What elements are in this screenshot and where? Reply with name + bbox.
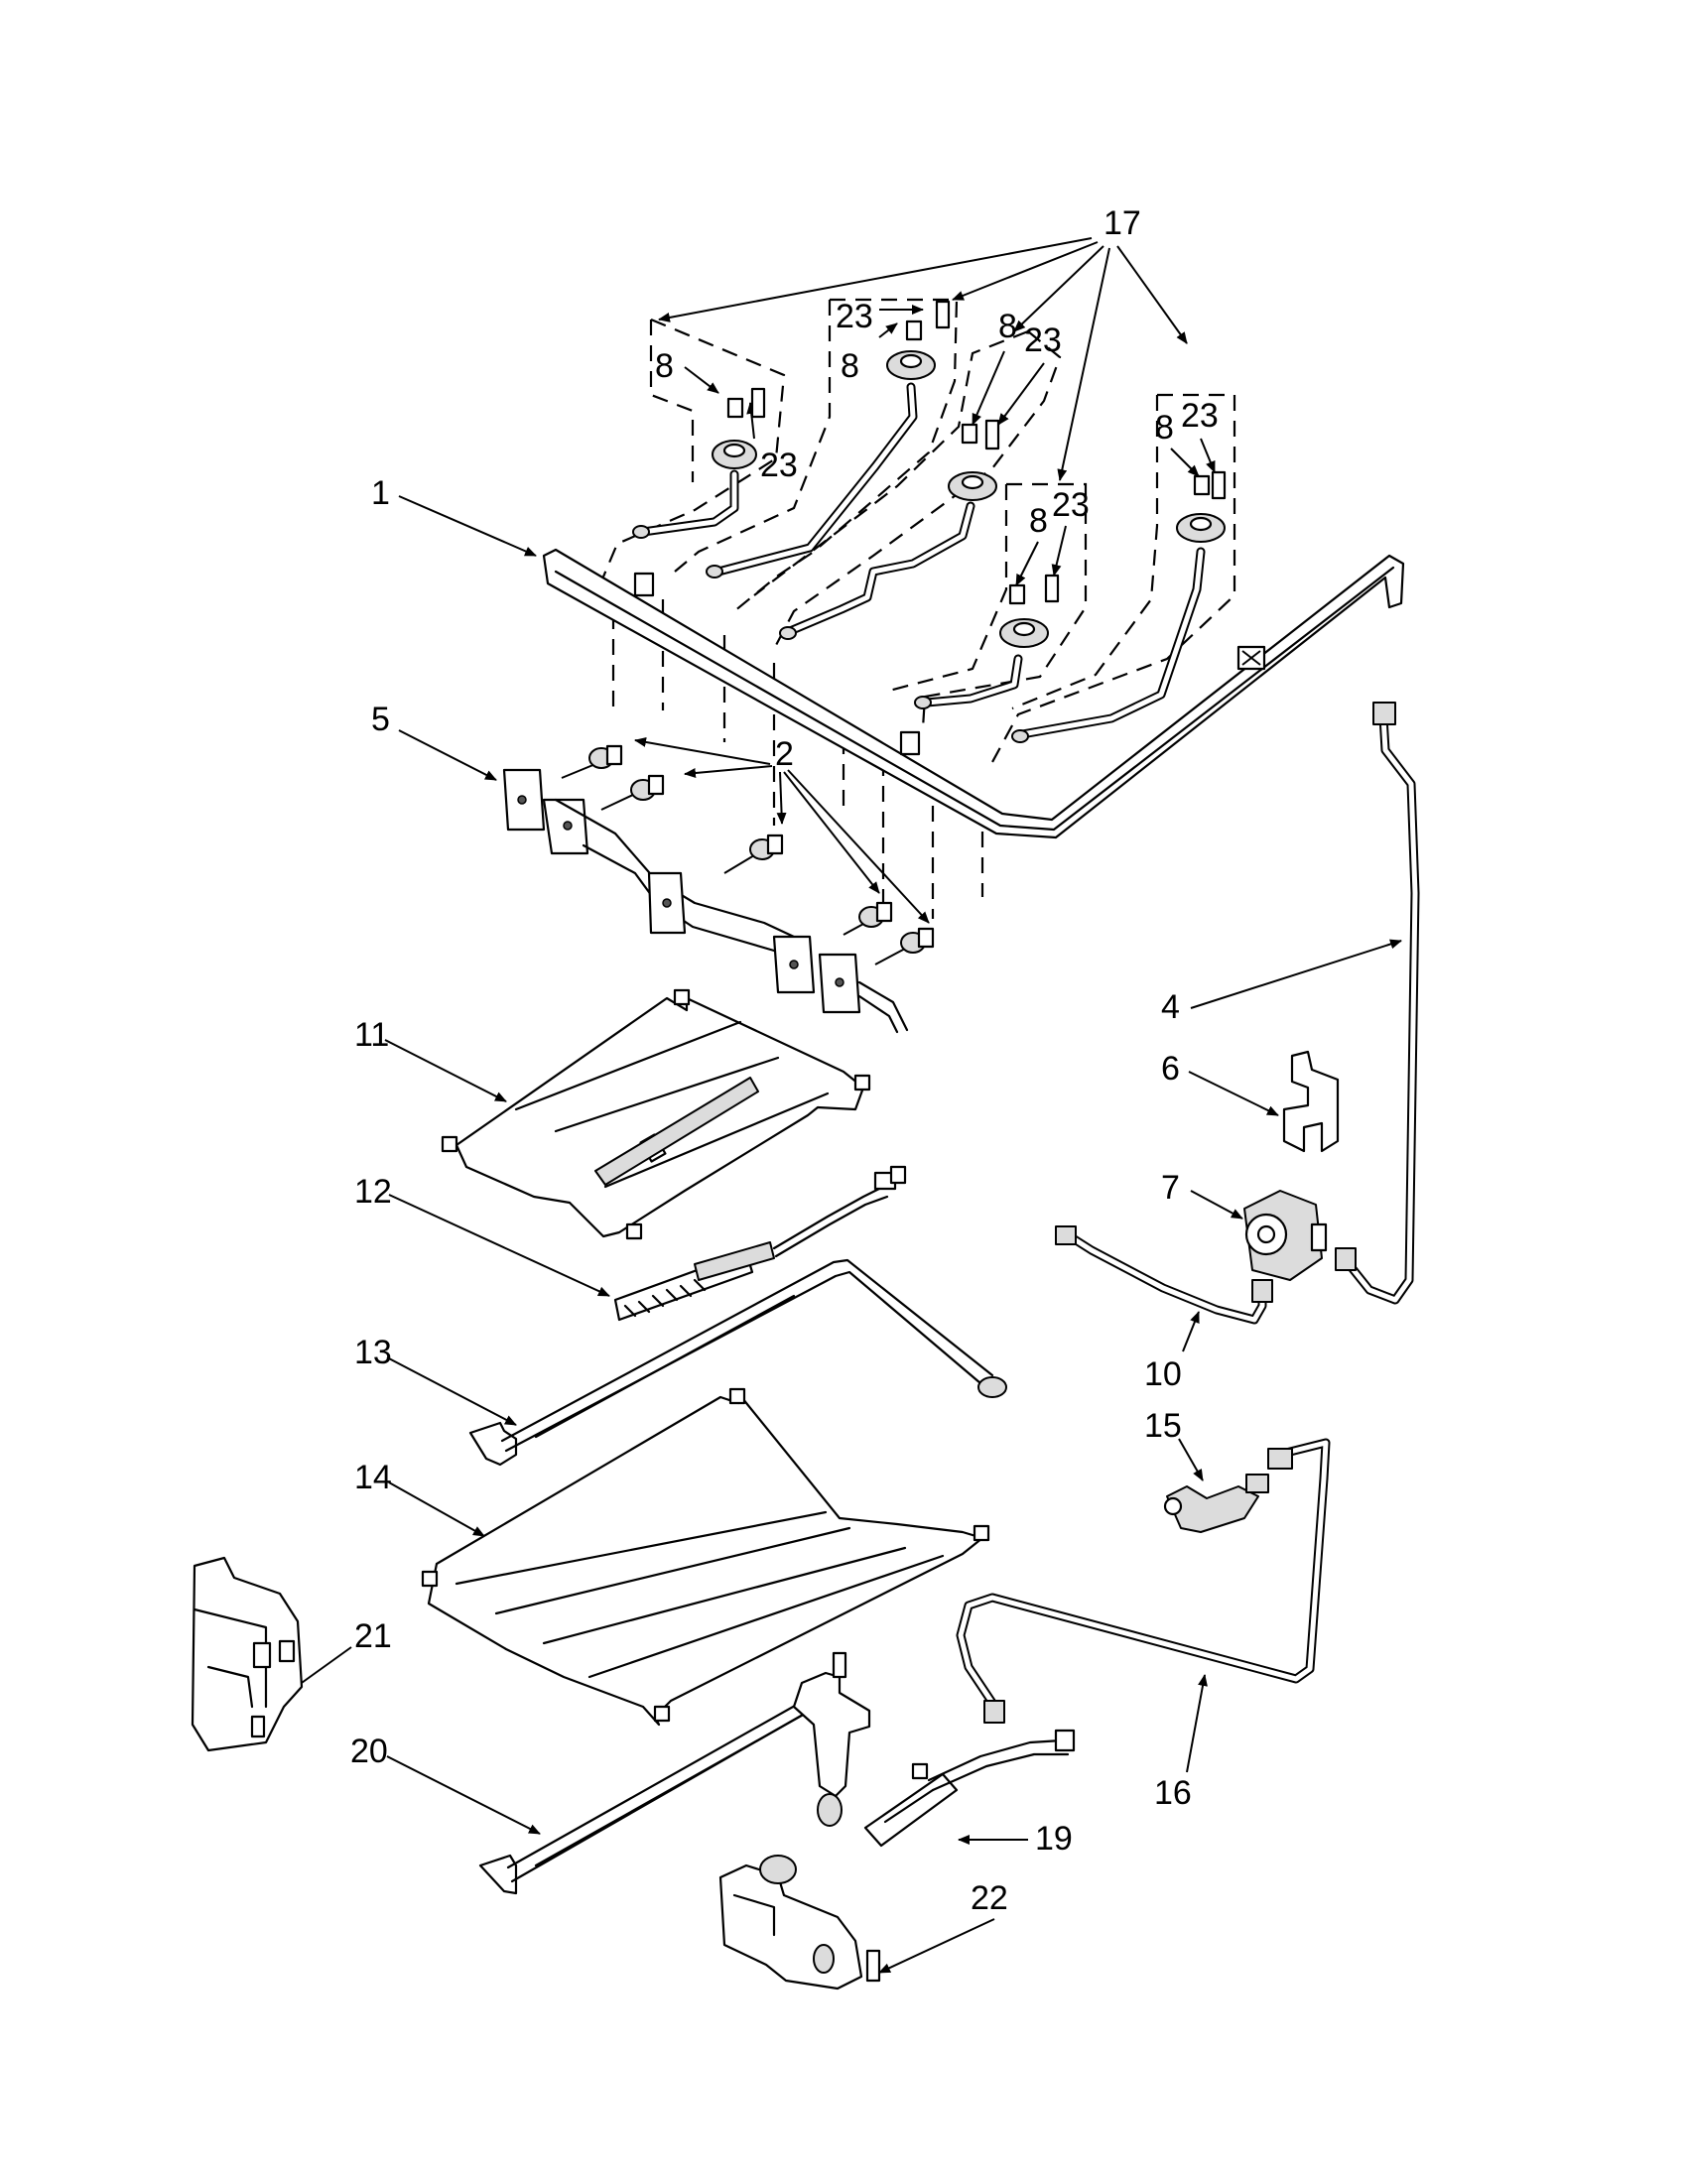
callout-11: 11 xyxy=(354,1016,389,1054)
callout-1: 1 xyxy=(371,474,390,512)
broil-burner xyxy=(468,1258,1007,1467)
callout-8: 8 xyxy=(1029,502,1048,540)
callout-19: 19 xyxy=(1035,1820,1073,1858)
callout-20: 20 xyxy=(350,1733,388,1770)
callout-6: 6 xyxy=(1161,1050,1180,1088)
bake-baffle xyxy=(421,1387,990,1727)
valve xyxy=(723,834,784,874)
callout-5: 5 xyxy=(371,701,390,738)
regulator-tube xyxy=(1055,1225,1273,1325)
manifold-frame xyxy=(542,548,1405,839)
callout-16: 16 xyxy=(1154,1774,1192,1812)
burner-head-2 xyxy=(706,300,951,578)
leader-lines xyxy=(287,237,1402,1974)
callout-21: 21 xyxy=(354,1617,392,1655)
burner-assembly-outlines xyxy=(599,298,1236,919)
bake-igniter xyxy=(863,1729,1076,1848)
valve xyxy=(843,901,893,936)
callout-labels: 17 23 8 8 23 8 23 8 23 8 23 1 5 2 4 6 7 … xyxy=(350,204,1219,1917)
callout-2: 2 xyxy=(775,735,794,773)
broil-igniter xyxy=(613,1165,907,1322)
callout-7: 7 xyxy=(1161,1169,1180,1207)
oven-valve xyxy=(718,1855,881,1991)
elbow-fitting xyxy=(1163,1474,1269,1533)
valve xyxy=(561,744,623,779)
burner-valves xyxy=(561,744,935,965)
broil-baffle xyxy=(441,988,871,1240)
callout-23: 23 xyxy=(1052,486,1090,524)
valve xyxy=(874,927,935,965)
bake-burner xyxy=(478,1651,871,1895)
burner-head-3 xyxy=(779,419,1000,640)
bracket xyxy=(1282,1050,1340,1153)
burner-head-5 xyxy=(1011,470,1227,743)
burner-head-1 xyxy=(632,387,766,539)
callout-8: 8 xyxy=(655,347,674,385)
valve-bracket xyxy=(502,768,909,1034)
callout-8: 8 xyxy=(841,347,859,385)
callout-8: 8 xyxy=(998,308,1017,345)
callout-23: 23 xyxy=(1181,397,1219,435)
callout-23: 23 xyxy=(836,298,873,335)
oven-supply-tube xyxy=(956,1438,1331,1724)
burner-head-4 xyxy=(914,574,1060,709)
spark-module xyxy=(191,1556,304,1752)
supply-tube xyxy=(1335,702,1420,1305)
callout-14: 14 xyxy=(354,1459,392,1496)
callout-8: 8 xyxy=(1155,409,1174,447)
burner-heads xyxy=(632,300,1227,743)
callout-13: 13 xyxy=(354,1334,392,1371)
callout-10: 10 xyxy=(1144,1355,1182,1393)
valve xyxy=(600,774,665,811)
callout-22: 22 xyxy=(971,1879,1008,1917)
pressure-regulator xyxy=(1243,1190,1328,1281)
callout-17: 17 xyxy=(1104,204,1141,242)
callout-12: 12 xyxy=(354,1173,392,1211)
callout-4: 4 xyxy=(1161,988,1180,1026)
callout-15: 15 xyxy=(1144,1407,1182,1445)
